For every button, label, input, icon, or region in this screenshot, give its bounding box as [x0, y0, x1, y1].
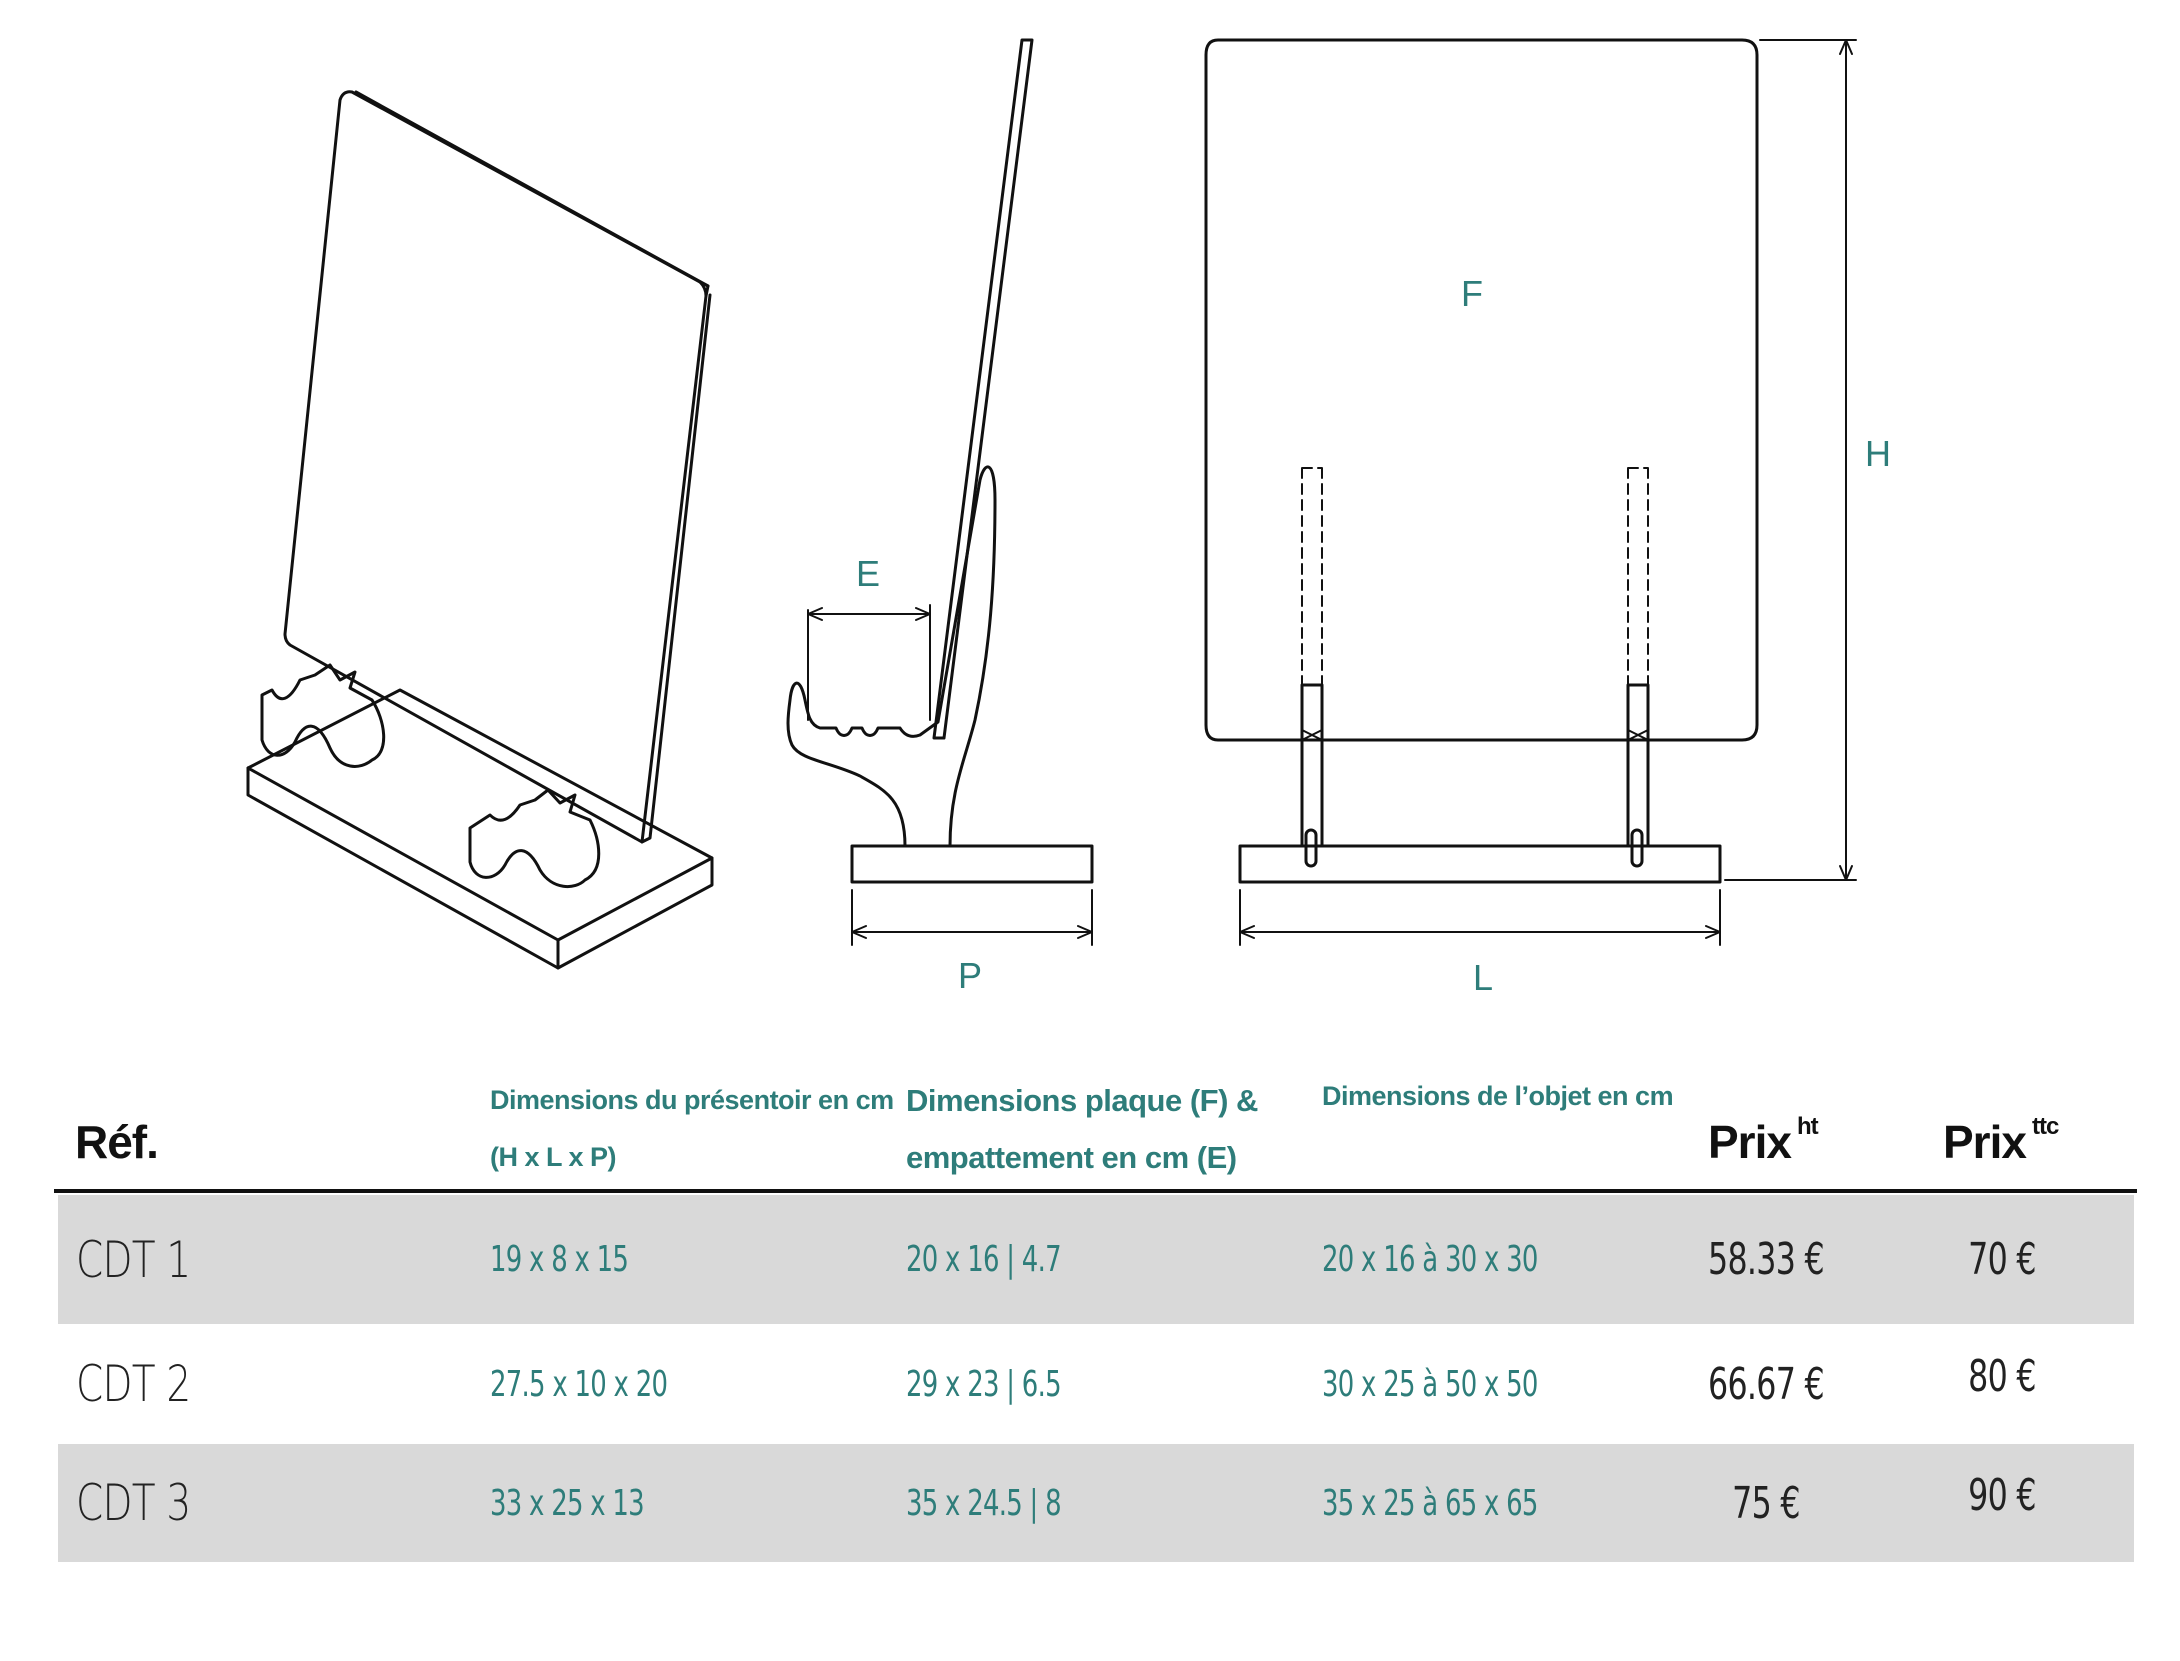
header-prix-ht-label: Prix — [1708, 1116, 1792, 1168]
header-objet-line1: Dimensions de l’objet en cm — [1322, 1081, 1674, 1111]
cell-prix-ttc: 80 € — [1968, 1350, 2036, 1402]
header-presentoir-line1: Dimensions du présentoir en cm — [490, 1085, 894, 1115]
cell-prix-ttc: 90 € — [1968, 1469, 2036, 1521]
cell-prix-ht: 58.33 € — [1708, 1234, 1825, 1285]
cell-objet: 30 x 25 à 50 x 50 — [1322, 1363, 1538, 1405]
header-prix-ht-sup: ht — [1796, 1113, 1819, 1140]
cell-prix-ht: 66.67 € — [1708, 1358, 1825, 1410]
cell-prix-ttc: 70 € — [1968, 1234, 2036, 1285]
label-h: H — [1865, 433, 1891, 474]
header-rule — [54, 1189, 2137, 1193]
header-plaque: Dimensions plaque (F) & empattement en c… — [906, 1072, 1258, 1186]
header-prix-ttc-sup: ttc — [2031, 1113, 2059, 1140]
table-row: CDT 2 27.5 x 10 x 20 29 x 23 | 6.5 30 x … — [58, 1324, 2134, 1444]
product-drawings: E P F H L — [246, 38, 1891, 998]
label-l: L — [1473, 957, 1493, 998]
cell-ref: CDT 3 — [76, 1474, 191, 1532]
table-row: CDT 3 33 x 25 x 13 35 x 24.5 | 8 35 x 25… — [58, 1444, 2134, 1562]
cell-objet: 35 x 25 à 65 x 65 — [1322, 1482, 1538, 1524]
cell-presentoir: 27.5 x 10 x 20 — [490, 1363, 668, 1405]
header-plaque-line1: Dimensions plaque (F) & — [906, 1083, 1258, 1118]
side-view — [786, 38, 1094, 946]
isometric-view — [246, 90, 714, 970]
cell-objet: 20 x 16 à 30 x 30 — [1322, 1239, 1538, 1280]
label-p: P — [958, 955, 982, 996]
header-ref: Réf. — [75, 1116, 159, 1168]
header-presentoir-line2: (H x L x P) — [490, 1142, 617, 1172]
cell-prix-ht: 75 € — [1732, 1477, 1800, 1529]
cell-ref: CDT 2 — [76, 1355, 191, 1413]
header-presentoir: Dimensions du présentoir en cm (H x L x … — [490, 1072, 894, 1186]
header-objet: Dimensions de l’objet en cm — [1322, 1068, 1674, 1125]
label-e: E — [856, 553, 880, 594]
table-row: CDT 1 19 x 8 x 15 20 x 16 | 4.7 20 x 16 … — [58, 1195, 2134, 1324]
header-prix-ttc-label: Prix — [1943, 1116, 2027, 1168]
cell-plaque: 29 x 23 | 6.5 — [906, 1363, 1062, 1405]
cell-ref: CDT 1 — [76, 1230, 191, 1289]
cell-plaque: 35 x 24.5 | 8 — [906, 1482, 1062, 1524]
header-plaque-line2: empattement en cm (E) — [906, 1140, 1237, 1175]
cell-presentoir: 33 x 25 x 13 — [490, 1482, 645, 1524]
front-view — [1204, 38, 1857, 946]
cell-plaque: 20 x 16 | 4.7 — [906, 1239, 1062, 1280]
cell-presentoir: 19 x 8 x 15 — [490, 1239, 629, 1280]
label-f: F — [1461, 273, 1483, 314]
